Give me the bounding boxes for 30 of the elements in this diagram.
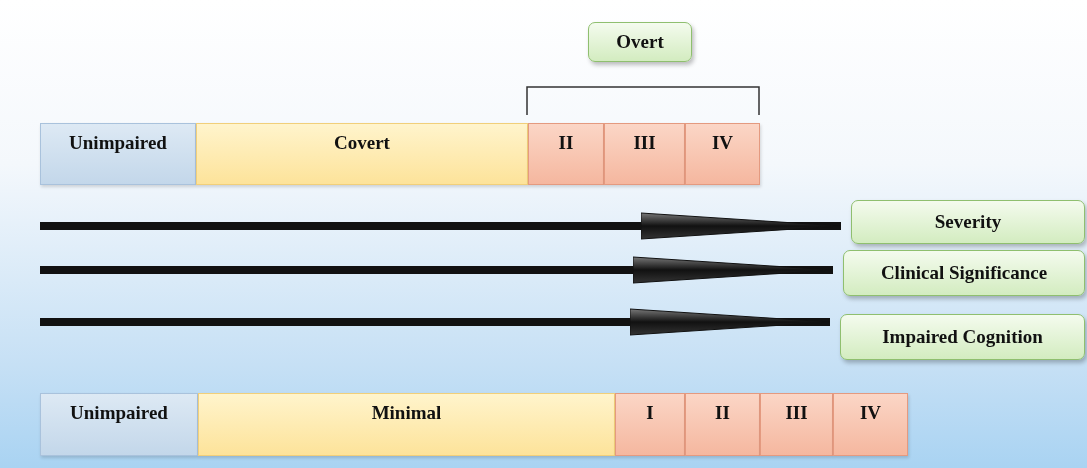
- box-label: IV: [711, 132, 734, 154]
- box-label: Covert: [334, 132, 390, 154]
- label-box: [843, 250, 1085, 296]
- box-label: Unimpaired: [69, 132, 167, 154]
- segment-box: [528, 123, 604, 185]
- segment-box: [40, 123, 196, 185]
- box-label: III: [633, 132, 656, 154]
- segment-box: [615, 393, 685, 456]
- box-label: Overt: [616, 31, 664, 53]
- segment-box: [196, 123, 528, 185]
- box-label: Minimal: [371, 402, 442, 424]
- box-label: Clinical Significance: [880, 262, 1048, 284]
- segment-box: [833, 393, 908, 456]
- segment-box: [40, 393, 198, 456]
- box-label: I: [646, 402, 654, 424]
- segment-box: [604, 123, 685, 185]
- box-label: II: [558, 132, 574, 154]
- segment-box: [685, 393, 760, 456]
- segment-box: [685, 123, 760, 185]
- box-label: IV: [859, 402, 882, 424]
- label-box: [840, 314, 1085, 360]
- segment-box: [198, 393, 615, 456]
- tag-box: [588, 22, 692, 62]
- box-label: Unimpaired: [70, 402, 168, 424]
- box-label: III: [785, 402, 808, 424]
- label-box: [851, 200, 1085, 244]
- box-label: Severity: [934, 211, 1002, 233]
- segment-box: [760, 393, 833, 456]
- box-label: Impaired Cognition: [882, 326, 1043, 348]
- box-label: II: [715, 402, 730, 424]
